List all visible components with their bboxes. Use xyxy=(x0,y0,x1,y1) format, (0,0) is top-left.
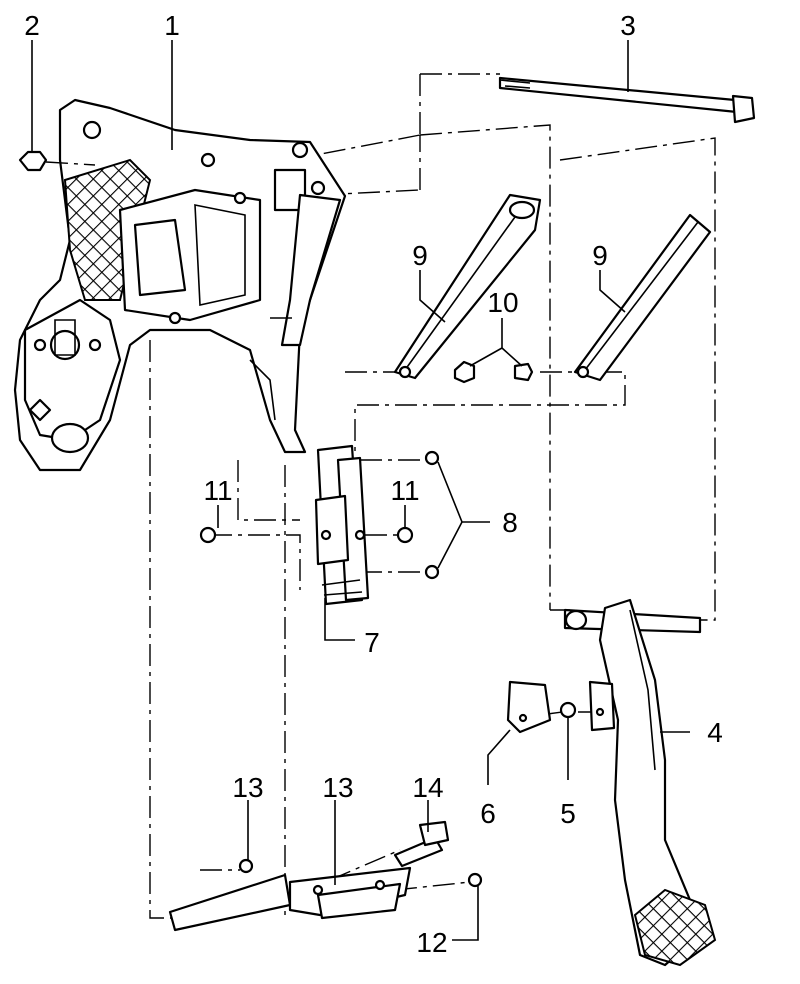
callout-3: 3 xyxy=(620,10,636,41)
callout-14: 14 xyxy=(412,772,443,803)
link-arm-part-9-left xyxy=(393,193,542,380)
bolt-part-3 xyxy=(498,76,756,124)
callout-5: 5 xyxy=(560,798,576,829)
callout-1: 1 xyxy=(164,10,180,41)
washer-part-5 xyxy=(559,701,577,719)
callout-13-top: 13 xyxy=(232,772,263,803)
screws-part-8 xyxy=(424,450,440,580)
plate-part-7 xyxy=(314,444,370,606)
switch-part-14 xyxy=(393,820,450,868)
link-arm-part-9-right xyxy=(573,213,712,382)
callout-7: 7 xyxy=(364,627,380,658)
pedal-bracket-part-1 xyxy=(13,98,347,472)
nuts-part-10 xyxy=(453,360,534,384)
lower-support-part-12 xyxy=(168,866,412,932)
callout-9-left: 9 xyxy=(412,240,428,271)
callout-2: 2 xyxy=(24,10,40,41)
leader-lines xyxy=(31,40,690,941)
callout-13-bottom: 12 xyxy=(416,927,447,958)
callout-6: 6 xyxy=(480,798,496,829)
callout-11-right: 11 xyxy=(390,475,419,506)
callout-10: 10 xyxy=(487,287,518,318)
callout-4: 4 xyxy=(707,717,723,748)
assembly-lines xyxy=(149,73,716,919)
callout-labels: 2 1 3 9 9 10 11 11 8 7 4 6 5 13 13 14 12 xyxy=(24,10,723,958)
callout-12: 13 xyxy=(322,772,353,803)
clip-part-6 xyxy=(506,680,616,734)
callout-11-left: 11 xyxy=(203,475,232,506)
nut-part-2 xyxy=(18,150,96,172)
screws-part-13 xyxy=(238,858,483,888)
pedal-lever-part-4 xyxy=(563,598,717,967)
callout-9-right: 9 xyxy=(592,240,608,271)
callout-8: 8 xyxy=(502,507,518,538)
